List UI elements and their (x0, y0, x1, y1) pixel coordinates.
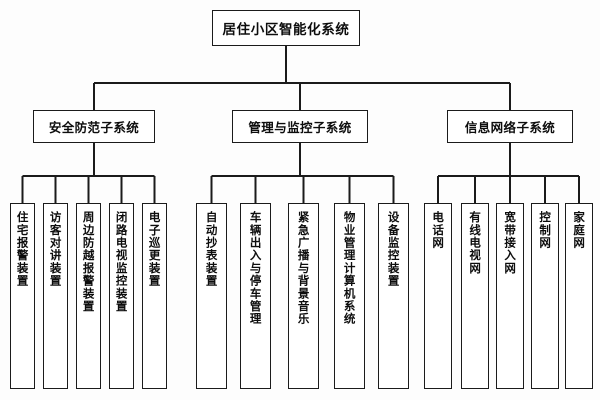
leaf-node-0-2-label: 周边防越报警装置 (81, 211, 96, 313)
leaf-node-1-0-label: 自动抄表装置 (204, 211, 219, 288)
leaf-node-1-3-label: 物业管理计算机系统 (342, 211, 357, 326)
leaf-node-2-1-label: 有线电视网 (468, 211, 483, 275)
branch-node-2-label: 信息网络子系统 (464, 120, 556, 135)
leaf-node-1-1[interactable]: 车辆出入与停车管理 (240, 203, 271, 389)
leaf-node-0-3[interactable]: 闭路电视监控装置 (109, 203, 134, 389)
branch-node-1[interactable]: 管理与监控子系统 (232, 110, 368, 143)
branch-node-0[interactable]: 安全防范子系统 (33, 110, 155, 143)
leaf-node-2-2-label: 宽带接入网 (503, 211, 518, 275)
leaf-node-2-0[interactable]: 电话网 (424, 203, 452, 389)
leaf-node-1-0[interactable]: 自动抄表装置 (196, 203, 227, 389)
branch-node-1-label: 管理与监控子系统 (248, 120, 352, 135)
leaf-node-2-4[interactable]: 家庭网 (565, 203, 593, 389)
leaf-node-1-2-label: 紧急广播与背景音乐 (296, 211, 311, 326)
leaf-node-0-3-label: 闭路电视监控装置 (114, 211, 129, 313)
leaf-node-1-1-label: 车辆出入与停车管理 (248, 211, 263, 326)
leaf-node-0-4-label: 电子巡更装置 (147, 211, 162, 288)
leaf-node-0-1-label: 访客对讲装置 (48, 211, 63, 288)
leaf-node-2-0-label: 电话网 (431, 211, 446, 250)
leaf-node-0-4[interactable]: 电子巡更装置 (142, 203, 167, 389)
leaf-node-2-4-label: 家庭网 (572, 211, 587, 250)
leaf-node-1-3[interactable]: 物业管理计算机系统 (334, 203, 365, 389)
leaf-node-0-0-label: 住宅报警装置 (15, 211, 30, 288)
leaf-node-1-2[interactable]: 紧急广播与背景音乐 (288, 203, 319, 389)
leaf-node-1-4[interactable]: 设备监控装置 (378, 203, 409, 389)
leaf-node-0-2[interactable]: 周边防越报警装置 (76, 203, 101, 389)
leaf-node-2-2[interactable]: 宽带接入网 (496, 203, 524, 389)
branch-node-2[interactable]: 信息网络子系统 (447, 110, 573, 143)
leaf-node-2-3[interactable]: 控制网 (531, 203, 559, 389)
leaf-node-1-4-label: 设备监控装置 (386, 211, 401, 288)
root-node[interactable]: 居住小区智能化系统 (212, 10, 360, 46)
leaf-node-2-3-label: 控制网 (538, 211, 553, 250)
leaf-node-2-1[interactable]: 有线电视网 (461, 203, 489, 389)
leaf-node-0-0[interactable]: 住宅报警装置 (10, 203, 35, 389)
branch-node-0-label: 安全防范子系统 (48, 120, 140, 135)
root-node-label: 居住小区智能化系统 (222, 22, 350, 38)
leaf-node-0-1[interactable]: 访客对讲装置 (43, 203, 68, 389)
